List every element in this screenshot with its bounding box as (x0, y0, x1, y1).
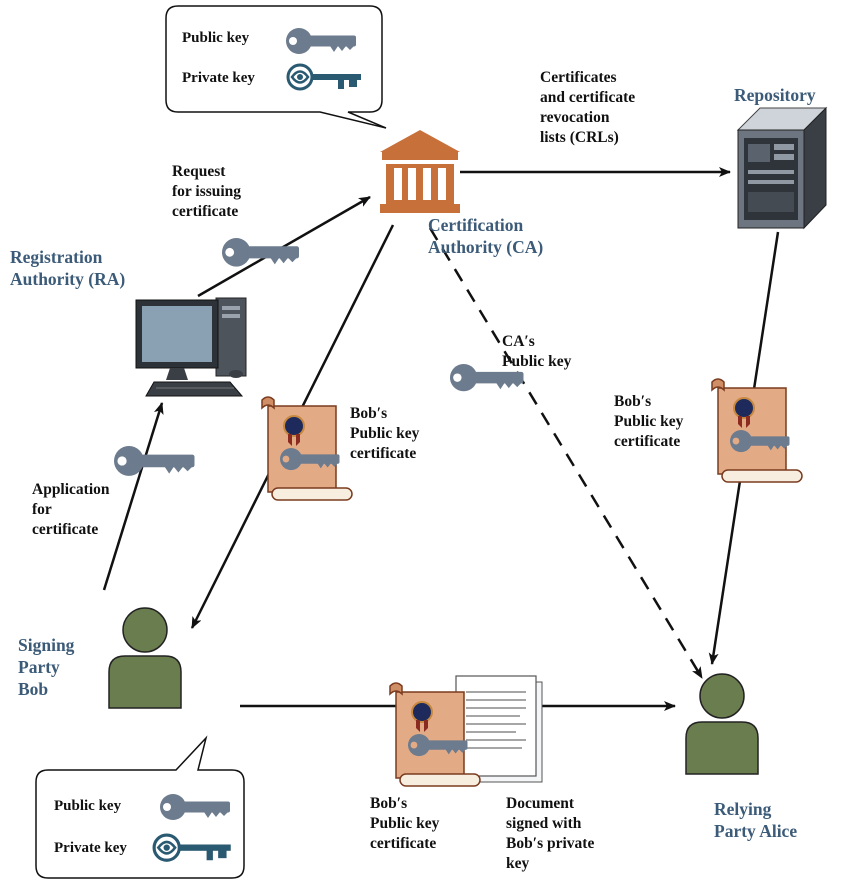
ca-label: Certification Authority (CA) (428, 214, 543, 258)
legend-bottom-public-key-label: Public key (54, 798, 122, 814)
ra-label-line: Registration (10, 247, 103, 267)
key-legend-bottom (35, 735, 245, 879)
ca-label-line: Authority (CA) (428, 237, 544, 257)
application-label-line: certificate (32, 521, 99, 538)
legend-top-private-key-label: Private key (182, 70, 255, 86)
crl-label-line: revocation (540, 109, 610, 126)
bob-cert-middle-label: Bob′s Public key certificate (350, 404, 419, 464)
application-label-line: Application (32, 481, 110, 498)
ra-label: Registration Authority (RA) (10, 246, 125, 290)
ca-label-line: Certification (428, 215, 524, 235)
document-label-line: signed with (506, 815, 582, 832)
document-label-line: Bob′s private (506, 835, 595, 852)
ca-public-key-label-line: Public key (502, 353, 572, 370)
bob-label-line: Bob (18, 679, 49, 699)
bob-cert-repository-label: Bob′s Public key certificate (614, 392, 683, 452)
crl-label: Certificates and certificate revocation … (540, 68, 635, 148)
document-label-line: key (506, 855, 530, 872)
registration-authority-computer-icon (135, 297, 247, 397)
legend-top-public-key-label: Public key (182, 30, 250, 46)
document-label: Document signed with Bob′s private key (506, 794, 594, 874)
crl-label-line: Certificates (540, 69, 617, 86)
bob-cert-middle-label-line: Public key (350, 425, 420, 442)
crl-label-line: and certificate (540, 89, 636, 106)
bob-label: Signing Party Bob (18, 634, 74, 700)
arrow-ca-to-alice-dashed (428, 227, 704, 679)
bob-person-icon (108, 607, 182, 709)
crl-label-line: lists (CRLs) (540, 129, 619, 146)
request-label-line: certificate (172, 203, 239, 220)
alice-label-line: Relying (714, 799, 772, 819)
key-legend-top (165, 5, 387, 129)
alice-label-line: Party Alice (714, 821, 798, 841)
legend-bottom-private-key-label: Private key (54, 840, 127, 856)
certification-authority-icon (380, 130, 460, 213)
repository-label: Repository (734, 85, 816, 105)
bob-certificate-middle-icon (261, 396, 353, 501)
repository-server-icon (736, 106, 828, 230)
bob-label-line: Party (18, 657, 60, 677)
document-label-line: Document (506, 795, 575, 812)
bob-cert-middle-label-line: certificate (350, 445, 417, 462)
bob-certificate-repository-icon (711, 378, 803, 483)
bob-cert-middle-label-line: Bob′s (350, 405, 388, 422)
alice-label: Relying Party Alice (714, 798, 797, 842)
bob-cert-repository-label-line: certificate (614, 433, 681, 450)
bob-cert-bottom-label-line: certificate (370, 835, 437, 852)
arrow-bob-to-ra (102, 402, 164, 591)
bob-cert-repository-label-line: Bob′s (614, 393, 652, 410)
bob-cert-bottom-label-line: Bob′s (370, 795, 408, 812)
application-key-icon (114, 446, 195, 476)
ra-label-line: Authority (RA) (10, 269, 126, 289)
application-label-line: for (32, 501, 52, 518)
bob-label-line: Signing (18, 635, 75, 655)
ca-public-key-label-line: CA′s (502, 333, 535, 350)
bob-cert-bottom-label: Bob′s Public key certificate (370, 794, 439, 854)
bob-cert-repository-label-line: Public key (614, 413, 684, 430)
ca-public-key-label: CA′s Public key (502, 332, 571, 372)
bob-cert-bottom-label-line: Public key (370, 815, 440, 832)
ra-request-key-icon (222, 238, 299, 267)
signed-document-icon (455, 675, 543, 783)
request-label-line: for issuing (172, 183, 242, 200)
application-label: Application for certificate (32, 480, 110, 540)
request-label-line: Request (172, 163, 226, 180)
alice-person-icon (685, 673, 759, 775)
request-label: Request for issuing certificate (172, 162, 241, 222)
